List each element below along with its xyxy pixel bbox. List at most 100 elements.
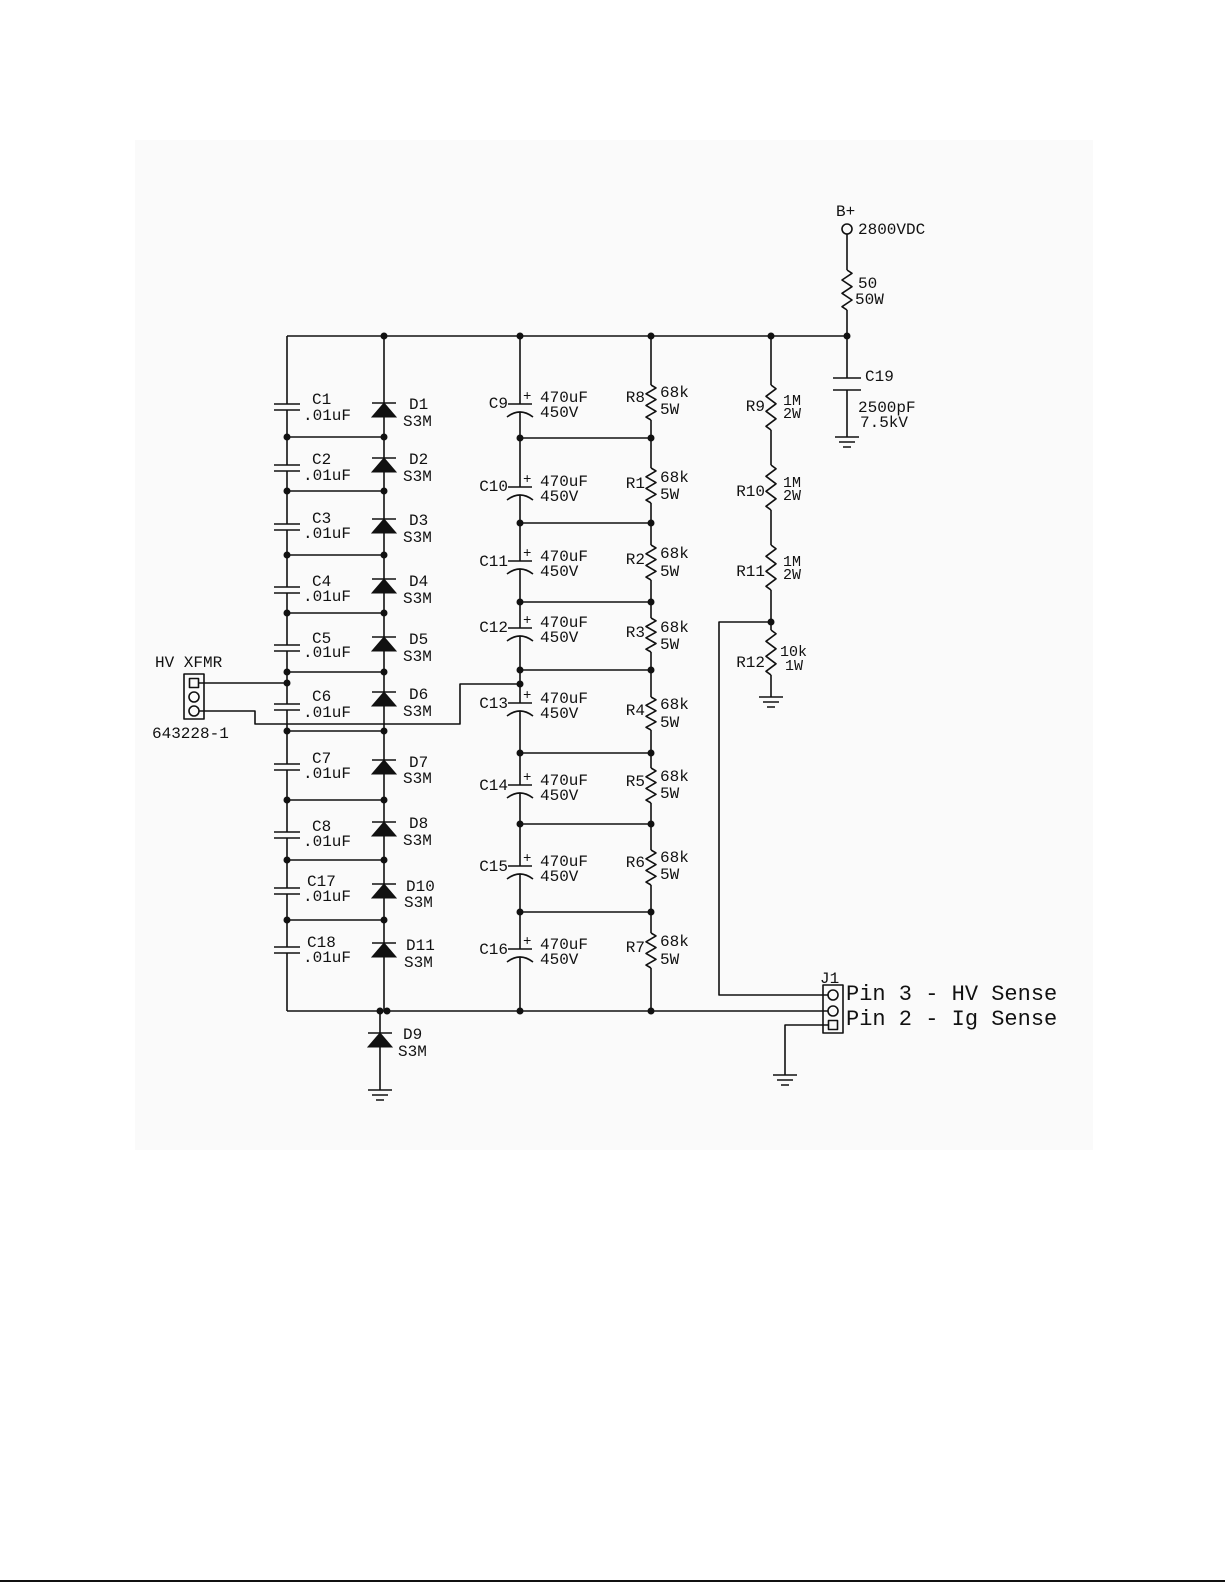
- capacitor-symbol: [274, 523, 300, 531]
- capacitor-c8: C8 .01uF: [274, 818, 351, 851]
- electrolytic-capacitor-symbol: [506, 784, 534, 799]
- resistor-r2: R2 68k 5W: [626, 544, 689, 581]
- resistor-symbol: [645, 617, 657, 653]
- divider-resistors: R9 1M 2W R10 1M 2W R11 1M 2W R12 10k 1W: [736, 384, 807, 676]
- diode-ref: D9: [403, 1026, 422, 1044]
- diode-triangle-icon: [370, 942, 398, 958]
- resistor-ref: R1: [626, 475, 645, 493]
- resistor-value: 68k: [660, 469, 689, 487]
- capacitor-value: 470uF: [540, 548, 588, 566]
- hv-xfmr-connector: HV XFMR 643228-1: [152, 654, 229, 743]
- polarity-mark: +: [523, 851, 531, 867]
- connector-ref: J1: [820, 970, 839, 988]
- resistor-power: 5W: [660, 401, 680, 419]
- xfmr-part: 643228-1: [152, 725, 229, 743]
- capacitor-symbol: [274, 946, 300, 954]
- resistor-power: 5W: [660, 785, 680, 803]
- capacitor-value: 2500pF: [858, 399, 916, 417]
- capacitor-value: .01uF: [303, 588, 351, 606]
- ground-icon: [835, 436, 859, 448]
- capacitor-rating: 450V: [540, 868, 579, 886]
- capacitor-value: .01uF: [303, 833, 351, 851]
- diode-triangle-icon: [366, 1032, 394, 1048]
- resistor-ref: R11: [736, 563, 765, 581]
- capacitor-value: 470uF: [540, 473, 588, 491]
- capacitor-c10: C10 + 470uF 450V: [479, 472, 588, 506]
- diode-triangle-icon: [370, 457, 398, 473]
- diode-ref: D7: [409, 754, 428, 772]
- capacitor-value: 470uF: [540, 936, 588, 954]
- capacitor-value: 470uF: [540, 853, 588, 871]
- polarity-mark: +: [523, 770, 531, 786]
- resistor-r1: R1 68k 5W: [626, 467, 689, 504]
- polarity-mark: +: [523, 472, 531, 488]
- diode-d4: D4 S3M: [370, 573, 432, 608]
- capacitor-ref: C3: [312, 510, 331, 528]
- diode-d9: D9 S3M: [366, 1026, 427, 1061]
- capacitor-rating: 450V: [540, 563, 579, 581]
- resistor-symbol: [645, 767, 657, 804]
- resistor-symbol: [645, 696, 657, 731]
- resistor-symbol: [765, 384, 777, 431]
- diode-ref: D4: [409, 573, 428, 591]
- capacitor-ref: C8: [312, 818, 331, 836]
- capacitor-value: .01uF: [303, 467, 351, 485]
- resistor-ref: R10: [736, 483, 765, 501]
- capacitor-rating: 450V: [540, 705, 579, 723]
- resistor-power: 5W: [660, 636, 680, 654]
- diode-part: S3M: [404, 954, 433, 972]
- capacitor-c9: C9 + 470uF 450V: [489, 389, 588, 422]
- resistor-value: 68k: [660, 768, 689, 786]
- resistor-symbol: [645, 467, 657, 504]
- terminal-circle: [841, 223, 853, 235]
- resistor-power: 1W: [785, 658, 803, 675]
- resistor-symbol: [765, 464, 777, 511]
- j1-connector: J1 Pin 3 - HV Sense Pin 2 - Ig Sense: [820, 970, 1057, 1034]
- ground-icon: [368, 1089, 392, 1101]
- capacitor-c17: C17 .01uF: [274, 873, 351, 906]
- resistor-r5: R5 68k 5W: [626, 767, 689, 804]
- capacitor-symbol: [274, 831, 300, 839]
- electrolytic-capacitor-symbol: [506, 560, 534, 575]
- resistor-value: 68k: [660, 696, 689, 714]
- capacitor-rating: 450V: [540, 951, 579, 969]
- capacitor-ref: C17: [307, 873, 336, 891]
- resistor-symbol: [841, 269, 853, 311]
- resistor-ref: R4: [626, 702, 645, 720]
- capacitor-ref: C16: [479, 941, 508, 959]
- capacitor-c13: C13 + 470uF 450V: [479, 688, 588, 723]
- resistor-power: 2W: [783, 488, 801, 505]
- capacitor-value: .01uF: [303, 704, 351, 722]
- polarity-mark: +: [523, 688, 531, 704]
- diode-triangle-icon: [370, 883, 398, 899]
- bleeder-resistors: R8 68k 5W R1 68k 5W R2 68k 5W R3 68k 5W …: [626, 384, 689, 969]
- resistor-symbol: [645, 384, 657, 421]
- capacitor-c19: C19 2500pF 7.5kV: [833, 368, 916, 432]
- ground-icon: [759, 696, 783, 708]
- capacitor-value: 470uF: [540, 690, 588, 708]
- diode-triangle-icon: [370, 636, 398, 652]
- polarity-mark: +: [523, 934, 531, 950]
- capacitor-symbol: [274, 763, 300, 771]
- diode-d1: D1 S3M: [370, 396, 432, 431]
- capacitor-ref: C11: [479, 553, 508, 571]
- capacitor-ref: C10: [479, 478, 508, 496]
- capacitor-c11: C11 + 470uF 450V: [479, 546, 588, 581]
- capacitor-ref: C13: [479, 695, 508, 713]
- resistor-ref: R9: [746, 398, 765, 416]
- resistor-ref: R5: [626, 773, 645, 791]
- electrolytic-capacitor-symbol: [506, 627, 534, 642]
- diode-triangle-icon: [370, 759, 398, 775]
- capacitor-value: .01uF: [303, 525, 351, 543]
- resistor-r4: R4 68k 5W: [626, 696, 689, 732]
- electrolytic-capacitor-symbol: [506, 702, 534, 717]
- capacitor-symbol: [274, 464, 300, 472]
- capacitor-rating: 450V: [540, 787, 579, 805]
- resistor-value: 68k: [660, 933, 689, 951]
- capacitor-c3: C3 .01uF: [274, 510, 351, 543]
- capacitor-symbol: [274, 703, 300, 711]
- capacitor-c16: C16 + 470uF 450V: [479, 934, 588, 969]
- capacitor-value: .01uF: [303, 765, 351, 783]
- capacitor-ref: C12: [479, 619, 508, 637]
- polarity-mark: +: [523, 389, 531, 405]
